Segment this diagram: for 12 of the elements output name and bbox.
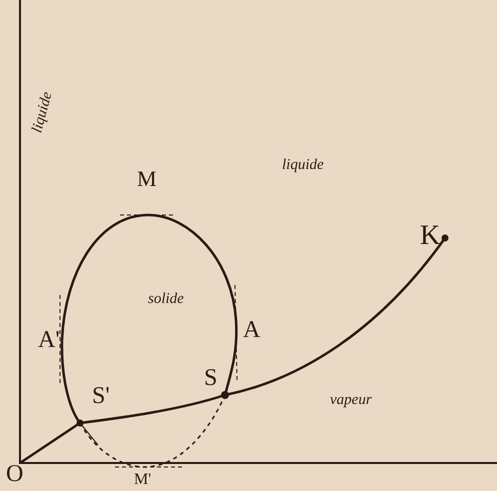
diagram-label: vapeur	[330, 393, 372, 408]
diagram-label: S	[204, 366, 218, 390]
diagram-label: solide	[148, 292, 184, 307]
diagram-label: A	[243, 318, 260, 342]
diagram-label: S'	[92, 384, 110, 408]
diagram-label: M'	[134, 472, 152, 488]
diagram-label: liquide	[282, 158, 324, 173]
diagram-label: A'	[38, 328, 60, 352]
diagram-label: liquide	[30, 90, 56, 135]
diagram-label: O	[6, 462, 24, 486]
diagram-label: K	[420, 222, 440, 250]
diagram-label: M	[137, 168, 157, 190]
